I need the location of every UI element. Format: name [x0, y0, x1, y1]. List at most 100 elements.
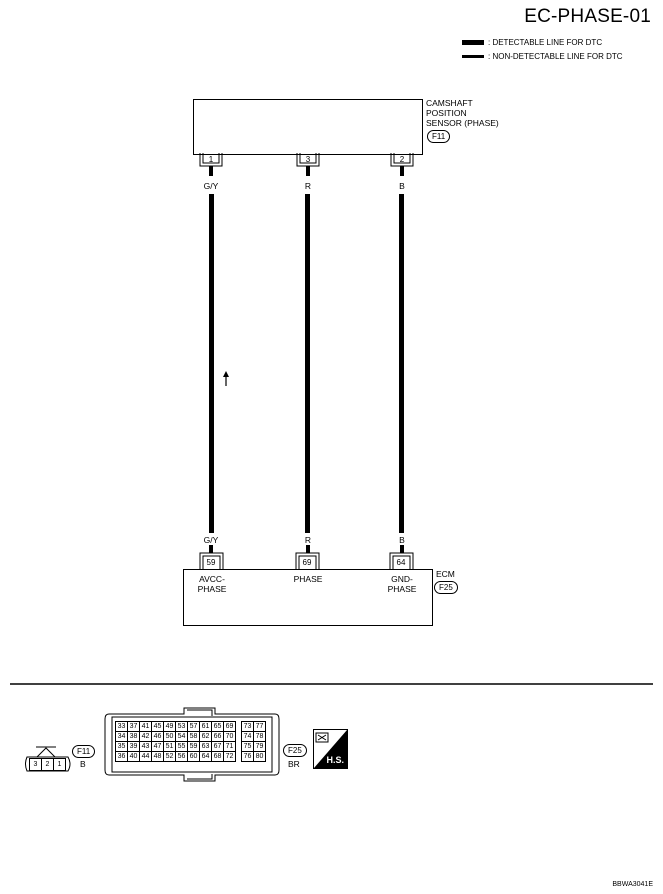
f25-pin-cell: 33 — [115, 721, 128, 732]
terminal-label-line1: GND- — [391, 574, 413, 584]
ecm-pin-brackets — [199, 552, 414, 569]
f25-pin-cell: 37 — [127, 721, 140, 732]
ecm-terminal-gnd-phase: GND- PHASE — [388, 574, 417, 594]
f25-pin-cell: 63 — [199, 741, 212, 752]
f25-pin-cell: 48 — [151, 751, 164, 762]
f25-pin-cell: 38 — [127, 731, 140, 742]
f25-pin-cell: 77 — [253, 721, 266, 732]
f25-pin-cell: 44 — [139, 751, 152, 762]
f25-pin-cell: 41 — [139, 721, 152, 732]
legend-detectable-label: : DETECTABLE LINE FOR DTC — [488, 38, 603, 47]
wire-color-top-g-y: G/Y — [203, 181, 219, 191]
wire-stub-r-top — [306, 166, 310, 176]
wire-stub-r-bottom — [306, 545, 310, 553]
f25-pin-cell: 51 — [163, 741, 176, 752]
ecm-terminal-phase: PHASE — [294, 574, 323, 584]
f25-pin-cell: 53 — [175, 721, 188, 732]
f25-pin-cell: 55 — [175, 741, 188, 752]
terminal-label-line1: AVCC- — [199, 574, 225, 584]
thick-line-icon — [462, 40, 484, 45]
f25-pin-cell: 62 — [199, 731, 212, 742]
ecm-connector-badge: F25 — [434, 581, 458, 594]
ecm-box — [183, 569, 433, 626]
f25-view-color: BR — [288, 759, 300, 769]
f25-pin-cell: 40 — [127, 751, 140, 762]
wire-b — [399, 194, 404, 533]
f25-pin-cell: 69 — [223, 721, 236, 732]
sensor-pin-1: 1 — [208, 155, 214, 164]
f25-pin-cell: 71 — [223, 741, 236, 752]
sensor-pin-3: 3 — [305, 155, 311, 164]
f25-pin-cell: 42 — [139, 731, 152, 742]
f25-pin-cell: 80 — [253, 751, 266, 762]
f25-pin-cell: 36 — [115, 751, 128, 762]
f25-pin-cell: 68 — [211, 751, 224, 762]
terminal-label-line2: PHASE — [197, 584, 227, 594]
f25-pin-cell: 73 — [241, 721, 254, 732]
f25-pin-cell: 50 — [163, 731, 176, 742]
thin-line-icon — [462, 55, 484, 58]
signal-arrow-icon — [223, 371, 229, 386]
f25-pin-cell: 52 — [163, 751, 176, 762]
f25-pin-cell: 75 — [241, 741, 254, 752]
sensor-connector-badge: F11 — [427, 130, 451, 143]
f25-pin-cell: 79 — [253, 741, 266, 752]
harness-side-icon: H.S. — [313, 729, 348, 769]
f25-pin-cell: 60 — [187, 751, 200, 762]
wire-g-y — [209, 194, 214, 533]
f25-pin-cell: 67 — [211, 741, 224, 752]
wire-stub-b-top — [400, 166, 404, 176]
f11-view-pin-3: 3 — [29, 758, 42, 771]
f25-pin-cell: 66 — [211, 731, 224, 742]
f25-pin-cell: 64 — [199, 751, 212, 762]
wire-color-top-b: B — [399, 181, 405, 191]
f11-view-color: B — [80, 759, 86, 769]
f25-pin-cell: 65 — [211, 721, 224, 732]
sensor-pin-2: 2 — [399, 155, 405, 164]
sensor-name-line3: SENSOR (PHASE) — [426, 118, 499, 128]
wire-color-top-r: R — [304, 181, 312, 191]
wire-stub-b-bottom — [400, 545, 404, 553]
wire-color-bottom-b: B — [399, 535, 405, 545]
f25-pin-cell: 58 — [187, 731, 200, 742]
f25-pin-cell: 45 — [151, 721, 164, 732]
sensor-name-line1: CAMSHAFT — [426, 98, 473, 108]
legend-detectable: : DETECTABLE LINE FOR DTC — [462, 38, 602, 47]
f25-pin-cell: 39 — [127, 741, 140, 752]
f25-pin-cell: 47 — [151, 741, 164, 752]
ecm-pin-64: 64 — [396, 558, 406, 567]
terminal-label-line2: PHASE — [387, 584, 417, 594]
terminal-label-line1: PHASE — [293, 574, 323, 584]
wire-r — [305, 194, 310, 533]
f25-pin-cell: 72 — [223, 751, 236, 762]
f11-connector-housing — [25, 746, 71, 772]
f25-view-badge: F25 — [283, 744, 307, 757]
legend-non-detectable-label: : NON-DETECTABLE LINE FOR DTC — [488, 52, 623, 61]
ecm-name: ECM — [436, 569, 455, 579]
f25-pin-cell: 43 — [139, 741, 152, 752]
page-title: EC-PHASE-01 — [524, 6, 651, 27]
f25-pin-cell: 54 — [175, 731, 188, 742]
f25-pin-cell: 46 — [151, 731, 164, 742]
f11-view-pin-1: 1 — [53, 758, 66, 771]
f25-pin-cell: 70 — [223, 731, 236, 742]
camshaft-sensor-box — [193, 99, 423, 155]
f25-pin-cell: 74 — [241, 731, 254, 742]
sensor-name: CAMSHAFT POSITION SENSOR (PHASE) — [426, 98, 499, 128]
f25-pin-cell: 35 — [115, 741, 128, 752]
wire-stub-g-y-top — [209, 166, 213, 176]
f25-pin-cell: 61 — [199, 721, 212, 732]
legend-non-detectable: : NON-DETECTABLE LINE FOR DTC — [462, 52, 623, 61]
f25-pin-cell: 34 — [115, 731, 128, 742]
ecm-terminal-avcc-phase: AVCC- PHASE — [198, 574, 227, 594]
ecm-pin-69: 69 — [302, 558, 312, 567]
f25-pin-cell: 56 — [175, 751, 188, 762]
figure-code: BBWA3041E — [612, 881, 653, 888]
f25-pin-cell: 78 — [253, 731, 266, 742]
f25-pin-cell: 57 — [187, 721, 200, 732]
